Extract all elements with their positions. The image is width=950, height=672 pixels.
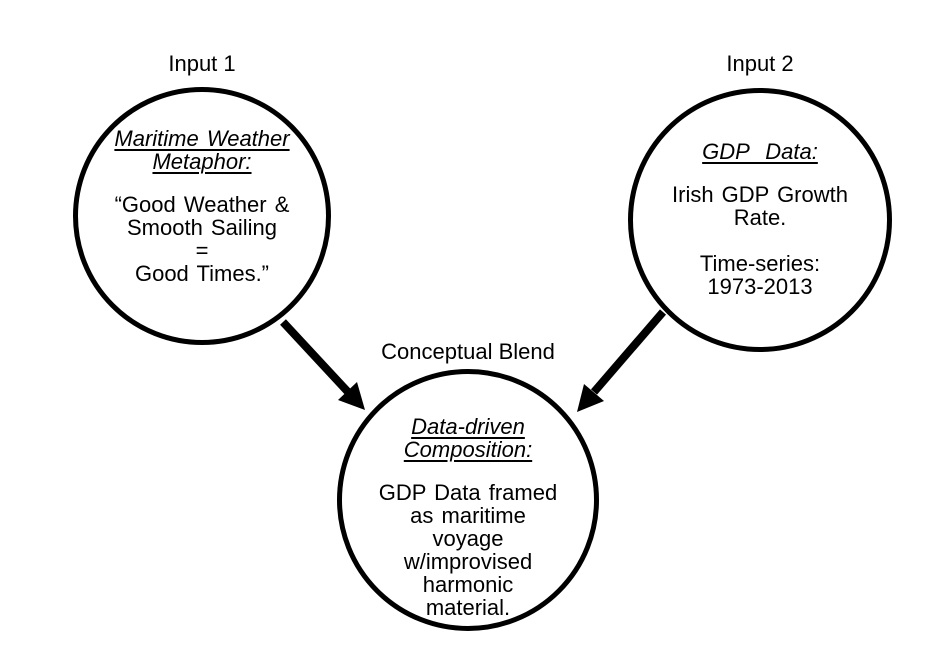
input2-label: Input 2 [726, 51, 794, 76]
arrowhead-icon [577, 384, 604, 412]
input1-body-line: Smooth Sailing [127, 215, 277, 240]
blend-body-line: GDP Data framed [378, 480, 558, 505]
input2-body-line: Rate. [733, 205, 787, 230]
input2-body-line [633, 229, 887, 252]
blend-body-line: harmonic [422, 572, 514, 597]
arrow-input2-to-blend [577, 309, 667, 412]
blend-body-line: as maritime [410, 503, 526, 528]
input1-body-line: = [195, 238, 209, 263]
input2-body-line: 1973-2013 [707, 274, 813, 299]
blend-label: Conceptual Blend [381, 339, 555, 364]
input1-title: Maritime Weather Metaphor: [78, 127, 326, 173]
input1-title-line: Metaphor: [152, 149, 252, 174]
input2-body-line: Time-series: [699, 251, 821, 276]
input1-label: Input 1 [168, 51, 236, 76]
blend-title: Data-driven Composition: [342, 415, 594, 461]
blend-title-line: Data-driven [411, 414, 525, 439]
blend-body: GDP Data framed as maritime voyage w/imp… [342, 481, 594, 619]
blend-circle: Data-driven Composition: GDP Data framed… [337, 369, 599, 631]
input1-title-line: Maritime Weather [114, 126, 290, 151]
input2-circle: GDP Data: Irish GDP Growth Rate. Time-se… [628, 88, 892, 352]
input1-circle: Maritime Weather Metaphor: “Good Weather… [73, 87, 331, 345]
input2-title-line: GDP Data: [702, 139, 818, 164]
blend-body-line: voyage [432, 526, 504, 551]
arrow-input1-to-blend-shaft [280, 319, 351, 395]
blend-body-line: material. [425, 595, 511, 620]
blend-title-line: Composition: [403, 437, 533, 462]
input1-body: “Good Weather & Smooth Sailing = Good Ti… [78, 193, 326, 285]
blend-body-line: w/improvised [403, 549, 533, 574]
input2-body: Irish GDP Growth Rate. Time-series: 1973… [633, 183, 887, 298]
input2-body-line: Irish GDP Growth [672, 182, 848, 207]
arrow-input2-to-blend-shaft [590, 309, 667, 395]
input2-title: GDP Data: [633, 140, 887, 163]
input1-body-line: “Good Weather & [114, 192, 290, 217]
arrow-input1-to-blend [280, 319, 365, 410]
arrowhead-icon [338, 382, 365, 410]
input1-body-line: Good Times.” [134, 261, 270, 286]
